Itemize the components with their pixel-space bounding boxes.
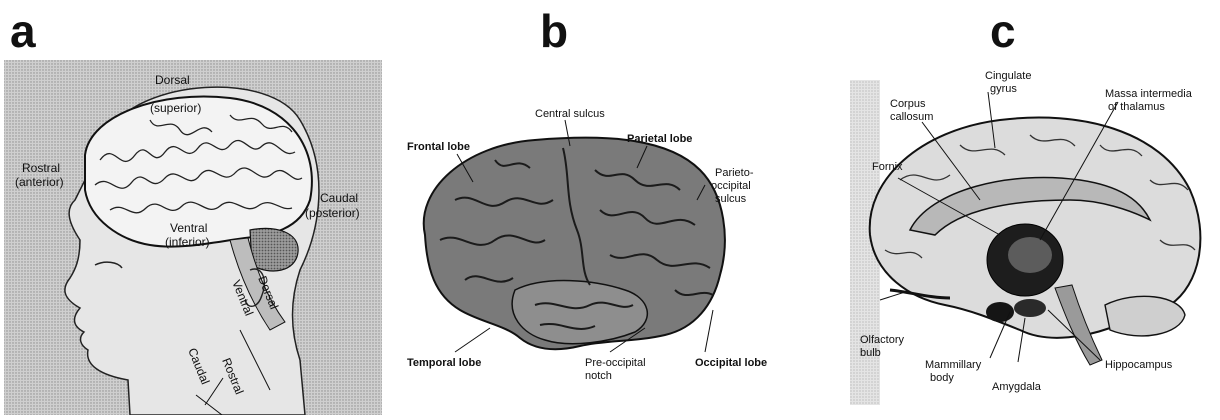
label-fornix: Fornix bbox=[872, 161, 903, 173]
lateral-brain-illustration: Frontal lobe Central sulcus Parietal lob… bbox=[395, 90, 785, 390]
label-rostral: Rostral bbox=[22, 161, 60, 175]
panel-b-lateral-brain: Frontal lobe Central sulcus Parietal lob… bbox=[395, 90, 785, 390]
label-olfactory: Olfactory bbox=[860, 334, 905, 346]
hippocampus-shape bbox=[1014, 299, 1046, 317]
label-parieto: Parieto- bbox=[715, 167, 754, 179]
label-frontal-lobe: Frontal lobe bbox=[407, 141, 470, 153]
leader-olfactory-bulb bbox=[880, 292, 905, 300]
label-mammillary: Mammillary bbox=[925, 359, 982, 371]
label-massa-intermedia: Massa intermedia bbox=[1105, 88, 1193, 100]
label-temporal-lobe: Temporal lobe bbox=[407, 357, 481, 369]
massa-intermedia-shape bbox=[1008, 237, 1052, 273]
panel-letter-c: c bbox=[990, 4, 1016, 58]
leader-occipital-lobe bbox=[705, 310, 713, 352]
label-of-thalamus: of thalamus bbox=[1108, 101, 1165, 113]
label-amygdala: Amygdala bbox=[992, 381, 1042, 393]
label-preoccipital: Pre-occipital bbox=[585, 357, 646, 369]
label-corpus: Corpus bbox=[890, 98, 926, 110]
label-notch: notch bbox=[585, 370, 612, 382]
label-caudal: Caudal bbox=[320, 191, 358, 205]
label-caudal-posterior: (posterior) bbox=[305, 206, 360, 220]
medial-brain-illustration: Cingulate gyrus Corpus callosum Massa in… bbox=[850, 60, 1220, 415]
label-ventral-inferior: (inferior) bbox=[165, 235, 210, 249]
label-gyrus: gyrus bbox=[990, 83, 1017, 95]
label-cingulate: Cingulate bbox=[985, 70, 1031, 82]
panel-a-head-directions: Dorsal (superior) Rostral (anterior) Cau… bbox=[0, 60, 385, 415]
label-sulcus-word: sulcus bbox=[715, 193, 747, 205]
cerebellum bbox=[250, 228, 298, 271]
temporal-lobe-shape bbox=[512, 281, 647, 344]
panel-letter-a: a bbox=[10, 4, 36, 58]
label-central-sulcus: Central sulcus bbox=[535, 108, 605, 120]
label-bulb: bulb bbox=[860, 347, 881, 359]
label-hippocampus: Hippocampus bbox=[1105, 359, 1173, 371]
label-ventral: Ventral bbox=[170, 221, 207, 235]
label-dorsal-top: Dorsal bbox=[155, 73, 190, 87]
head-illustration: Dorsal (superior) Rostral (anterior) Cau… bbox=[0, 60, 385, 415]
label-occipital-lobe: Occipital lobe bbox=[695, 357, 767, 369]
label-body: body bbox=[930, 372, 954, 384]
label-callosum: callosum bbox=[890, 111, 933, 123]
leader-temporal-lobe bbox=[455, 328, 490, 352]
label-occipital-word: occipital bbox=[711, 180, 751, 192]
label-dorsal-superior: (superior) bbox=[150, 101, 201, 115]
label-rostral-anterior: (anterior) bbox=[15, 175, 64, 189]
label-parietal-lobe: Parietal lobe bbox=[627, 133, 692, 145]
cerebellum-medial bbox=[1105, 296, 1185, 336]
panel-c-medial-brain: Cingulate gyrus Corpus callosum Massa in… bbox=[850, 60, 1220, 415]
panel-letter-b: b bbox=[540, 4, 568, 58]
